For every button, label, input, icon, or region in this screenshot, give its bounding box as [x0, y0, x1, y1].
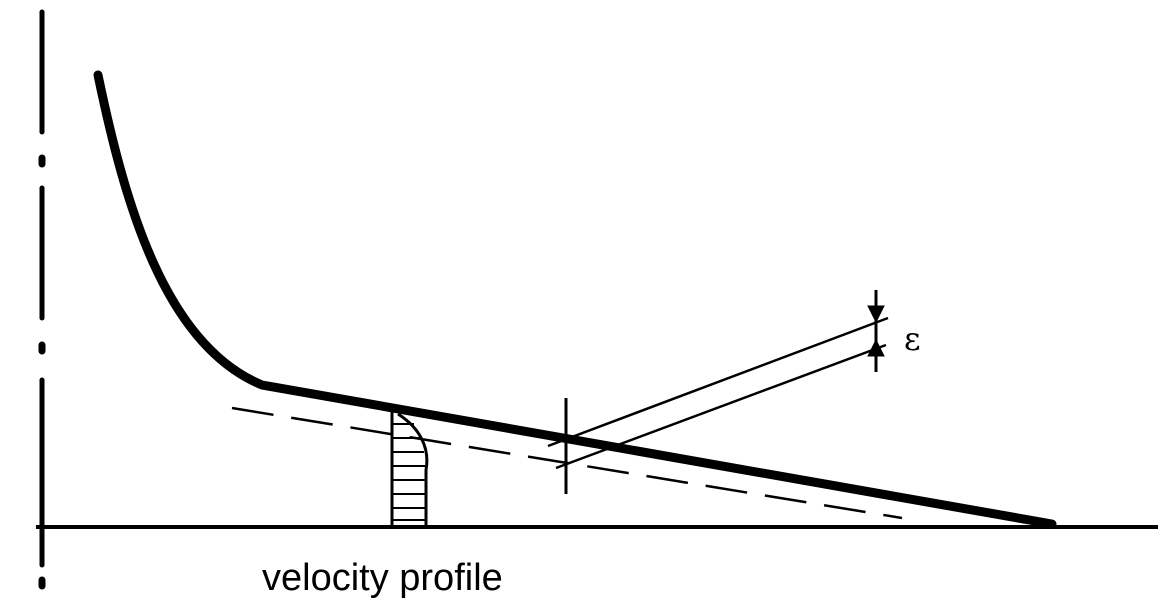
epsilon-dimension-arrows	[867, 290, 885, 372]
velocity-profile-sketch	[390, 410, 429, 528]
surface-curve	[93, 70, 1057, 529]
epsilon-label: ε	[904, 320, 921, 358]
velocity-profile-caption: velocity profile	[262, 557, 503, 599]
epsilon-leader-lines	[547, 316, 889, 470]
